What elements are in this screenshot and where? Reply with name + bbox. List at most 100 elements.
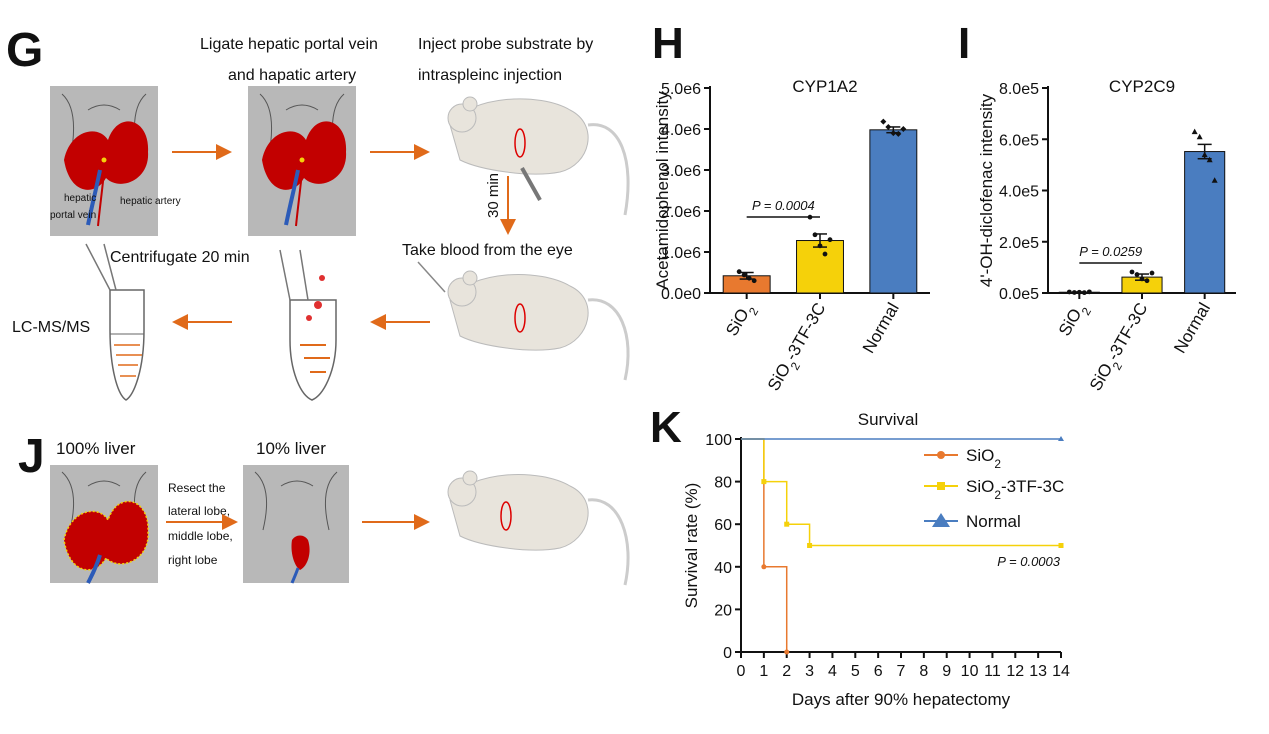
data-point [890, 130, 897, 137]
data-point [812, 232, 818, 238]
data-point [1144, 278, 1150, 284]
resect-line-3: middle lobe, [168, 529, 233, 543]
x-tick-label: 4 [828, 663, 837, 680]
label-10-liver: 10% liver [256, 439, 326, 458]
label-hepatic: hepatic [64, 193, 96, 204]
series-marker [807, 543, 813, 548]
data-point [1201, 151, 1208, 158]
y-tick-label: 0.0e5 [999, 286, 1039, 303]
y-axis-label: 4'-OH-diclofenac intensity [977, 93, 996, 287]
y-tick-label: 0 [723, 645, 732, 662]
y-tick-label: 0.0e0 [661, 286, 701, 303]
data-point [1081, 290, 1087, 296]
data-point [746, 275, 752, 281]
step1-text-line2: and hapatic artery [228, 67, 356, 84]
data-point [895, 130, 902, 137]
y-tick-label: 60 [714, 517, 732, 534]
data-point [885, 123, 892, 130]
data-point [1086, 289, 1092, 295]
y-tick-label: 80 [714, 475, 732, 492]
torso-illustration-1 [50, 86, 158, 236]
x-tick-label: 7 [897, 663, 906, 680]
data-point [1206, 156, 1213, 163]
resect-line-4: right lobe [168, 553, 218, 567]
y-tick-label: 20 [714, 602, 732, 619]
x-tick-label: Normal [859, 300, 903, 357]
x-tick-label: 1 [759, 663, 768, 680]
y-tick-label: 4.0e6 [661, 122, 701, 139]
y-tick-label: 8.0e5 [999, 81, 1039, 98]
serum-tube-illustration [85, 243, 145, 401]
label-100-liver: 100% liver [56, 439, 136, 458]
x-tick-label: SiO2 [722, 299, 761, 342]
x-tick-label: SiO2 [1055, 299, 1094, 342]
data-point [1134, 272, 1140, 277]
y-tick-label: 1.0e6 [661, 245, 701, 262]
x-tick-label: 9 [942, 663, 951, 680]
series-marker [761, 479, 767, 485]
x-tick-label: 8 [919, 663, 928, 680]
chart-title: CYP2C9 [1109, 77, 1175, 96]
step2-text-line1: Inject probe substrate by [418, 36, 593, 53]
data-point [827, 237, 833, 243]
x-tick-label: 10 [961, 663, 979, 680]
survival-line-2 [741, 438, 1061, 547]
x-tick-label: 0 [737, 663, 746, 680]
take-blood-label: Take blood from the eye [402, 242, 573, 259]
bar-3 [869, 129, 918, 294]
torso-illustration-reduced-liver [243, 465, 349, 584]
label-portal-vein: portal vein [50, 210, 96, 221]
x-tick-label: 14 [1052, 663, 1070, 680]
series-marker [784, 521, 790, 527]
x-tick-label: Normal [1170, 300, 1214, 357]
data-point [822, 251, 828, 257]
data-point [1196, 133, 1203, 140]
step2-text-line2: intraspleinc injection [418, 67, 562, 84]
bar-2 [796, 240, 844, 294]
data-point [1066, 289, 1072, 295]
data-point [1076, 289, 1082, 295]
panel-letter-k: K [650, 403, 682, 452]
legend-marker [937, 482, 945, 490]
centrifugate-label: Centrifugate 20 min [110, 249, 250, 266]
x-tick-label: SiO2-3TF-3C [764, 300, 835, 398]
data-point [900, 126, 907, 132]
resect-line-1: Resect the [168, 481, 226, 495]
y-tick-label: 100 [705, 432, 732, 449]
p-value-label: P = 0.0003 [997, 554, 1061, 569]
data-point [736, 269, 742, 275]
resect-line-2: lateral lobe, [168, 504, 230, 518]
x-tick-label: 13 [1029, 663, 1047, 680]
x-tick-label: 12 [1006, 663, 1024, 680]
p-value-label: P = 0.0004 [752, 198, 815, 213]
y-tick-label: 4.0e5 [999, 184, 1039, 201]
legend-label: SiO2-3TF-3C [966, 477, 1064, 502]
step1-text-line1: Ligate hepatic portal vein [200, 36, 378, 53]
series-marker [784, 649, 790, 655]
x-tick-label: 2 [782, 663, 791, 680]
series-marker [761, 564, 767, 570]
chart-title: Survival [858, 410, 918, 429]
panel-letter-g: G [6, 24, 43, 77]
chart-title: CYP1A2 [792, 77, 857, 96]
panel-letter-i: I [958, 19, 970, 68]
torso-illustration-full-liver [50, 465, 158, 584]
data-point [751, 278, 757, 284]
data-point [1071, 290, 1077, 295]
torso-illustration-2 [248, 86, 356, 236]
data-point [1129, 269, 1135, 275]
y-tick-label: 6.0e5 [999, 132, 1039, 149]
legend-marker [937, 451, 945, 459]
y-axis-label: Acetamidophenol intensity [653, 91, 672, 290]
data-point [1211, 177, 1218, 183]
x-tick-label: 11 [984, 663, 1001, 680]
series-marker [1058, 436, 1064, 441]
mouse-illustration-2 [417, 261, 630, 381]
y-tick-label: 2.0e5 [999, 235, 1039, 252]
y-axis-label: Survival rate (%) [682, 483, 701, 609]
x-tick-label: SiO2-3TF-3C [1086, 300, 1157, 398]
panel-letter-j: J [18, 430, 45, 483]
